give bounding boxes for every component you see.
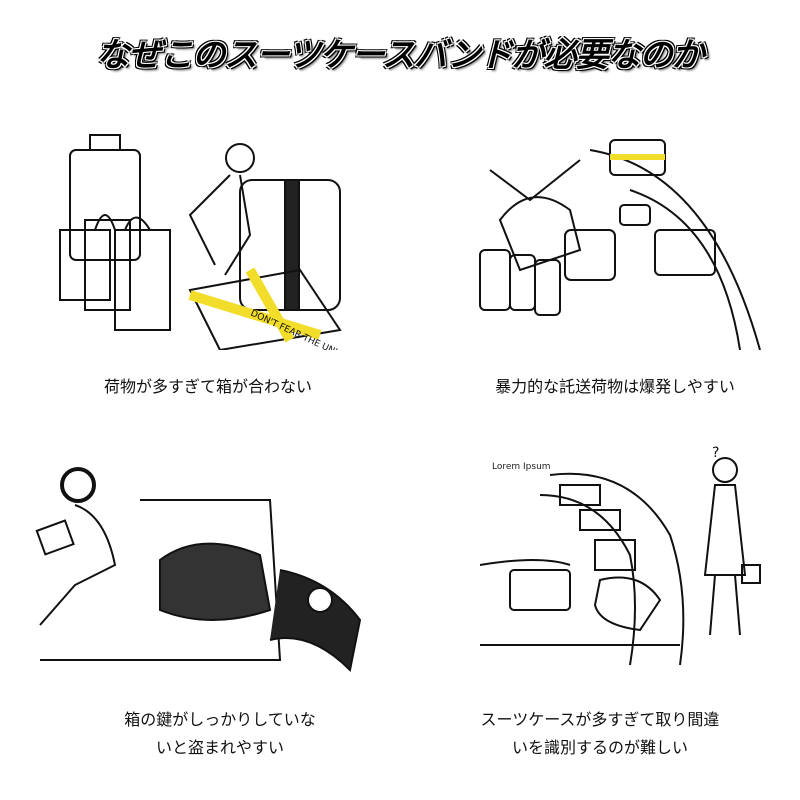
caption-4: スーツケースが多すぎて取り間違 いを識別するのが難しい: [400, 706, 800, 762]
lorem-ipsum-label: Lorem Ipsum: [492, 462, 551, 472]
illustration-rough-baggage-handling: [470, 120, 770, 351]
caption-1: 荷物が多すぎて箱が合わない: [8, 373, 408, 401]
caption-3: 箱の鍵がしっかりしていな いと盗まれやすい: [20, 706, 420, 762]
illustration-baggage-carousel-confusion: ?: [479, 445, 780, 666]
page-title: なぜこのスーツケースバンドが必要なのか: [96, 35, 704, 74]
caption-line: スーツケースが多すぎて取り間違: [480, 710, 720, 729]
illustration-overpacked-luggage: DON'T FEAR THE UNKNOWN: [50, 120, 390, 371]
caption-2: 暴力的な託送荷物は爆発しやすい: [415, 373, 800, 401]
caption-line: 箱の鍵がしっかりしていな: [124, 710, 316, 729]
caption-line: いと盗まれやすい: [155, 738, 284, 757]
caption-line: 荷物が多すぎて箱が合わない: [103, 377, 312, 396]
caption-line: 暴力的な託送荷物は爆発しやすい: [495, 377, 735, 396]
caption-line: いを識別するのが難しい: [511, 738, 688, 757]
question-mark-icon: ?: [712, 445, 719, 461]
illustration-luggage-theft: [30, 460, 375, 675]
